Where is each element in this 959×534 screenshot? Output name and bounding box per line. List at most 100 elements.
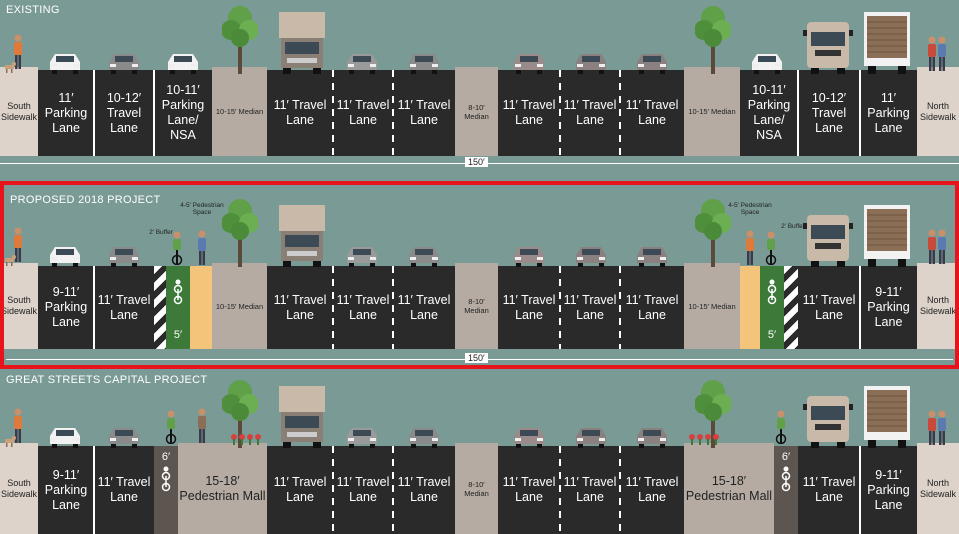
car-icon [510, 243, 548, 272]
section-title-proposed: PROPOSED 2018 PROJECT [10, 194, 161, 206]
lane-label: North Sidewalk [919, 477, 957, 499]
lane-label: 11′ Travel Lane [502, 292, 556, 322]
lane-travel1: 11′ Travel Lane [94, 266, 154, 349]
lane-n-sidewalk: North Sidewalk [917, 443, 959, 534]
lane-parking1: 9-11′ Parking Lane [38, 446, 94, 534]
lane-label: 11′ Travel Lane [97, 475, 151, 504]
cyclist-icon [772, 410, 790, 449]
pedestrian-icon [12, 34, 24, 75]
lane-label: 10-12′ Travel Lane [106, 90, 142, 135]
lane-divider-solid [859, 446, 861, 534]
lane-label: 10-15′ Median [688, 107, 736, 116]
section-title-great-streets: GREAT STREETS CAPITAL PROJECT [6, 374, 208, 386]
lane-travel1: 11′ Travel Lane [94, 446, 154, 534]
lane-buffer2 [784, 266, 798, 349]
lane-divider-solid [93, 446, 95, 534]
lane-ped1 [190, 266, 212, 349]
lane-label: 11′ Parking Lane [867, 90, 910, 135]
lane-label: 10-11′ Parking Lane/ NSA [747, 83, 791, 142]
bike-symbol-icon [765, 278, 779, 308]
truck-icon [277, 205, 327, 272]
lane-bike2: 5′ [760, 266, 784, 349]
lane-travel4: 11′ Travel Lane [393, 446, 455, 534]
truck-icon [864, 12, 910, 79]
bus-icon [803, 22, 853, 79]
car-icon [343, 50, 381, 79]
lane-mall2: 15-18′ Pedestrian Mall [684, 443, 774, 534]
lane-label: 11′ Travel Lane [273, 292, 327, 322]
lane-travel5: 11′ Travel Lane [498, 446, 560, 534]
car-icon [510, 424, 548, 453]
annotation-ped-right: 4-5′ Pedestrian Space [728, 202, 772, 216]
car-icon [46, 243, 84, 272]
lane-label: 8-10′ Median [464, 297, 489, 315]
planter-icon [230, 432, 266, 450]
lane-travel7: 11′ Travel Lane [620, 70, 684, 156]
tree-icon [694, 378, 732, 453]
pedestrian-icon [196, 408, 208, 449]
lane-label: South Sidewalk [0, 100, 38, 122]
car-icon [405, 50, 443, 79]
lane-label: 9-11′ Parking Lane [44, 467, 88, 512]
car-icon [105, 243, 143, 272]
annotation-ped-left: 4-5′ Pedestrian Space [180, 202, 224, 216]
lane-travel2: 11′ Travel Lane [267, 266, 333, 349]
lane-travel4: 11′ Travel Lane [393, 266, 455, 349]
lane-travel3: 11′ Travel Lane [333, 70, 393, 156]
tree-icon [694, 197, 732, 272]
lane-travel2: 11′ Travel Lane [267, 70, 333, 156]
lane-n-sidewalk: North Sidewalk [917, 67, 959, 156]
lane-travel3: 11′ Travel Lane [333, 266, 393, 349]
lane-label: 10-15′ Median [688, 301, 736, 311]
cyclist-icon [762, 231, 780, 270]
lane-divider-solid [93, 70, 95, 156]
lane-label: 11′ Travel Lane [273, 98, 327, 127]
lane-label: 6′ [781, 451, 791, 463]
car-icon [46, 424, 84, 453]
cyclist-icon [162, 410, 180, 449]
lane-label: 10-11′ Parking Lane/ NSA [161, 83, 205, 142]
lane-divider-dashed [559, 266, 561, 349]
annotation-buffer-right: 2′ Buffer [781, 223, 805, 230]
lane-label: 15-18′ Pedestrian Mall [179, 473, 266, 503]
dog-icon [4, 253, 16, 271]
pedestrian-icon [12, 408, 24, 449]
lane-label: 5′ [767, 329, 777, 341]
lane-travel8: 11′ Travel Lane [798, 446, 860, 534]
car-icon [510, 50, 548, 79]
lane-label: 15-18′ Pedestrian Mall [685, 473, 773, 503]
lane-label: 10-15′ Median [215, 107, 264, 116]
lane-label: 9-11′ Parking Lane [867, 467, 910, 512]
lane-parking4: 9-11′ Parking Lane [860, 266, 917, 349]
lane-label: 11′ Travel Lane [97, 292, 151, 322]
lane-label: 11′ Travel Lane [336, 475, 390, 504]
pedestrian-icon [936, 229, 948, 270]
lane-label: 11′ Travel Lane [625, 98, 679, 127]
lane-median2: 8-10′ Median [455, 443, 498, 534]
lane-label: 11′ Travel Lane [273, 475, 327, 504]
car-icon [633, 243, 671, 272]
lane-buffer1 [154, 266, 166, 349]
lane-divider-solid [153, 70, 155, 156]
lane-label: 5′ [173, 329, 183, 341]
lane-median1: 10-15′ Median [212, 263, 267, 349]
lane-label: 11′ Travel Lane [502, 98, 556, 127]
lane-divider-solid [797, 70, 799, 156]
lane-label: North Sidewalk [919, 100, 957, 122]
lane-parking4: 9-11′ Parking Lane [860, 446, 917, 534]
pedestrian-icon [926, 410, 938, 451]
pedestrian-icon [744, 230, 756, 271]
car-icon [633, 424, 671, 453]
lane-travel8: 11′ Travel Lane [798, 266, 860, 349]
lane-divider-dashed [392, 70, 394, 156]
lane-travel3: 11′ Travel Lane [333, 446, 393, 534]
lane-parking3: 10-11′ Parking Lane/ NSA [740, 70, 798, 156]
lane-label: 11′ Travel Lane [397, 475, 451, 504]
lane-label: North Sidewalk [919, 295, 957, 316]
cyclist-icon [168, 231, 186, 270]
lane-label: 11′ Travel Lane [336, 98, 390, 127]
car-icon [572, 50, 610, 79]
lane-n-sidewalk: North Sidewalk [917, 263, 959, 349]
pedestrian-icon [926, 229, 938, 270]
lane-label: South Sidewalk [0, 477, 38, 499]
